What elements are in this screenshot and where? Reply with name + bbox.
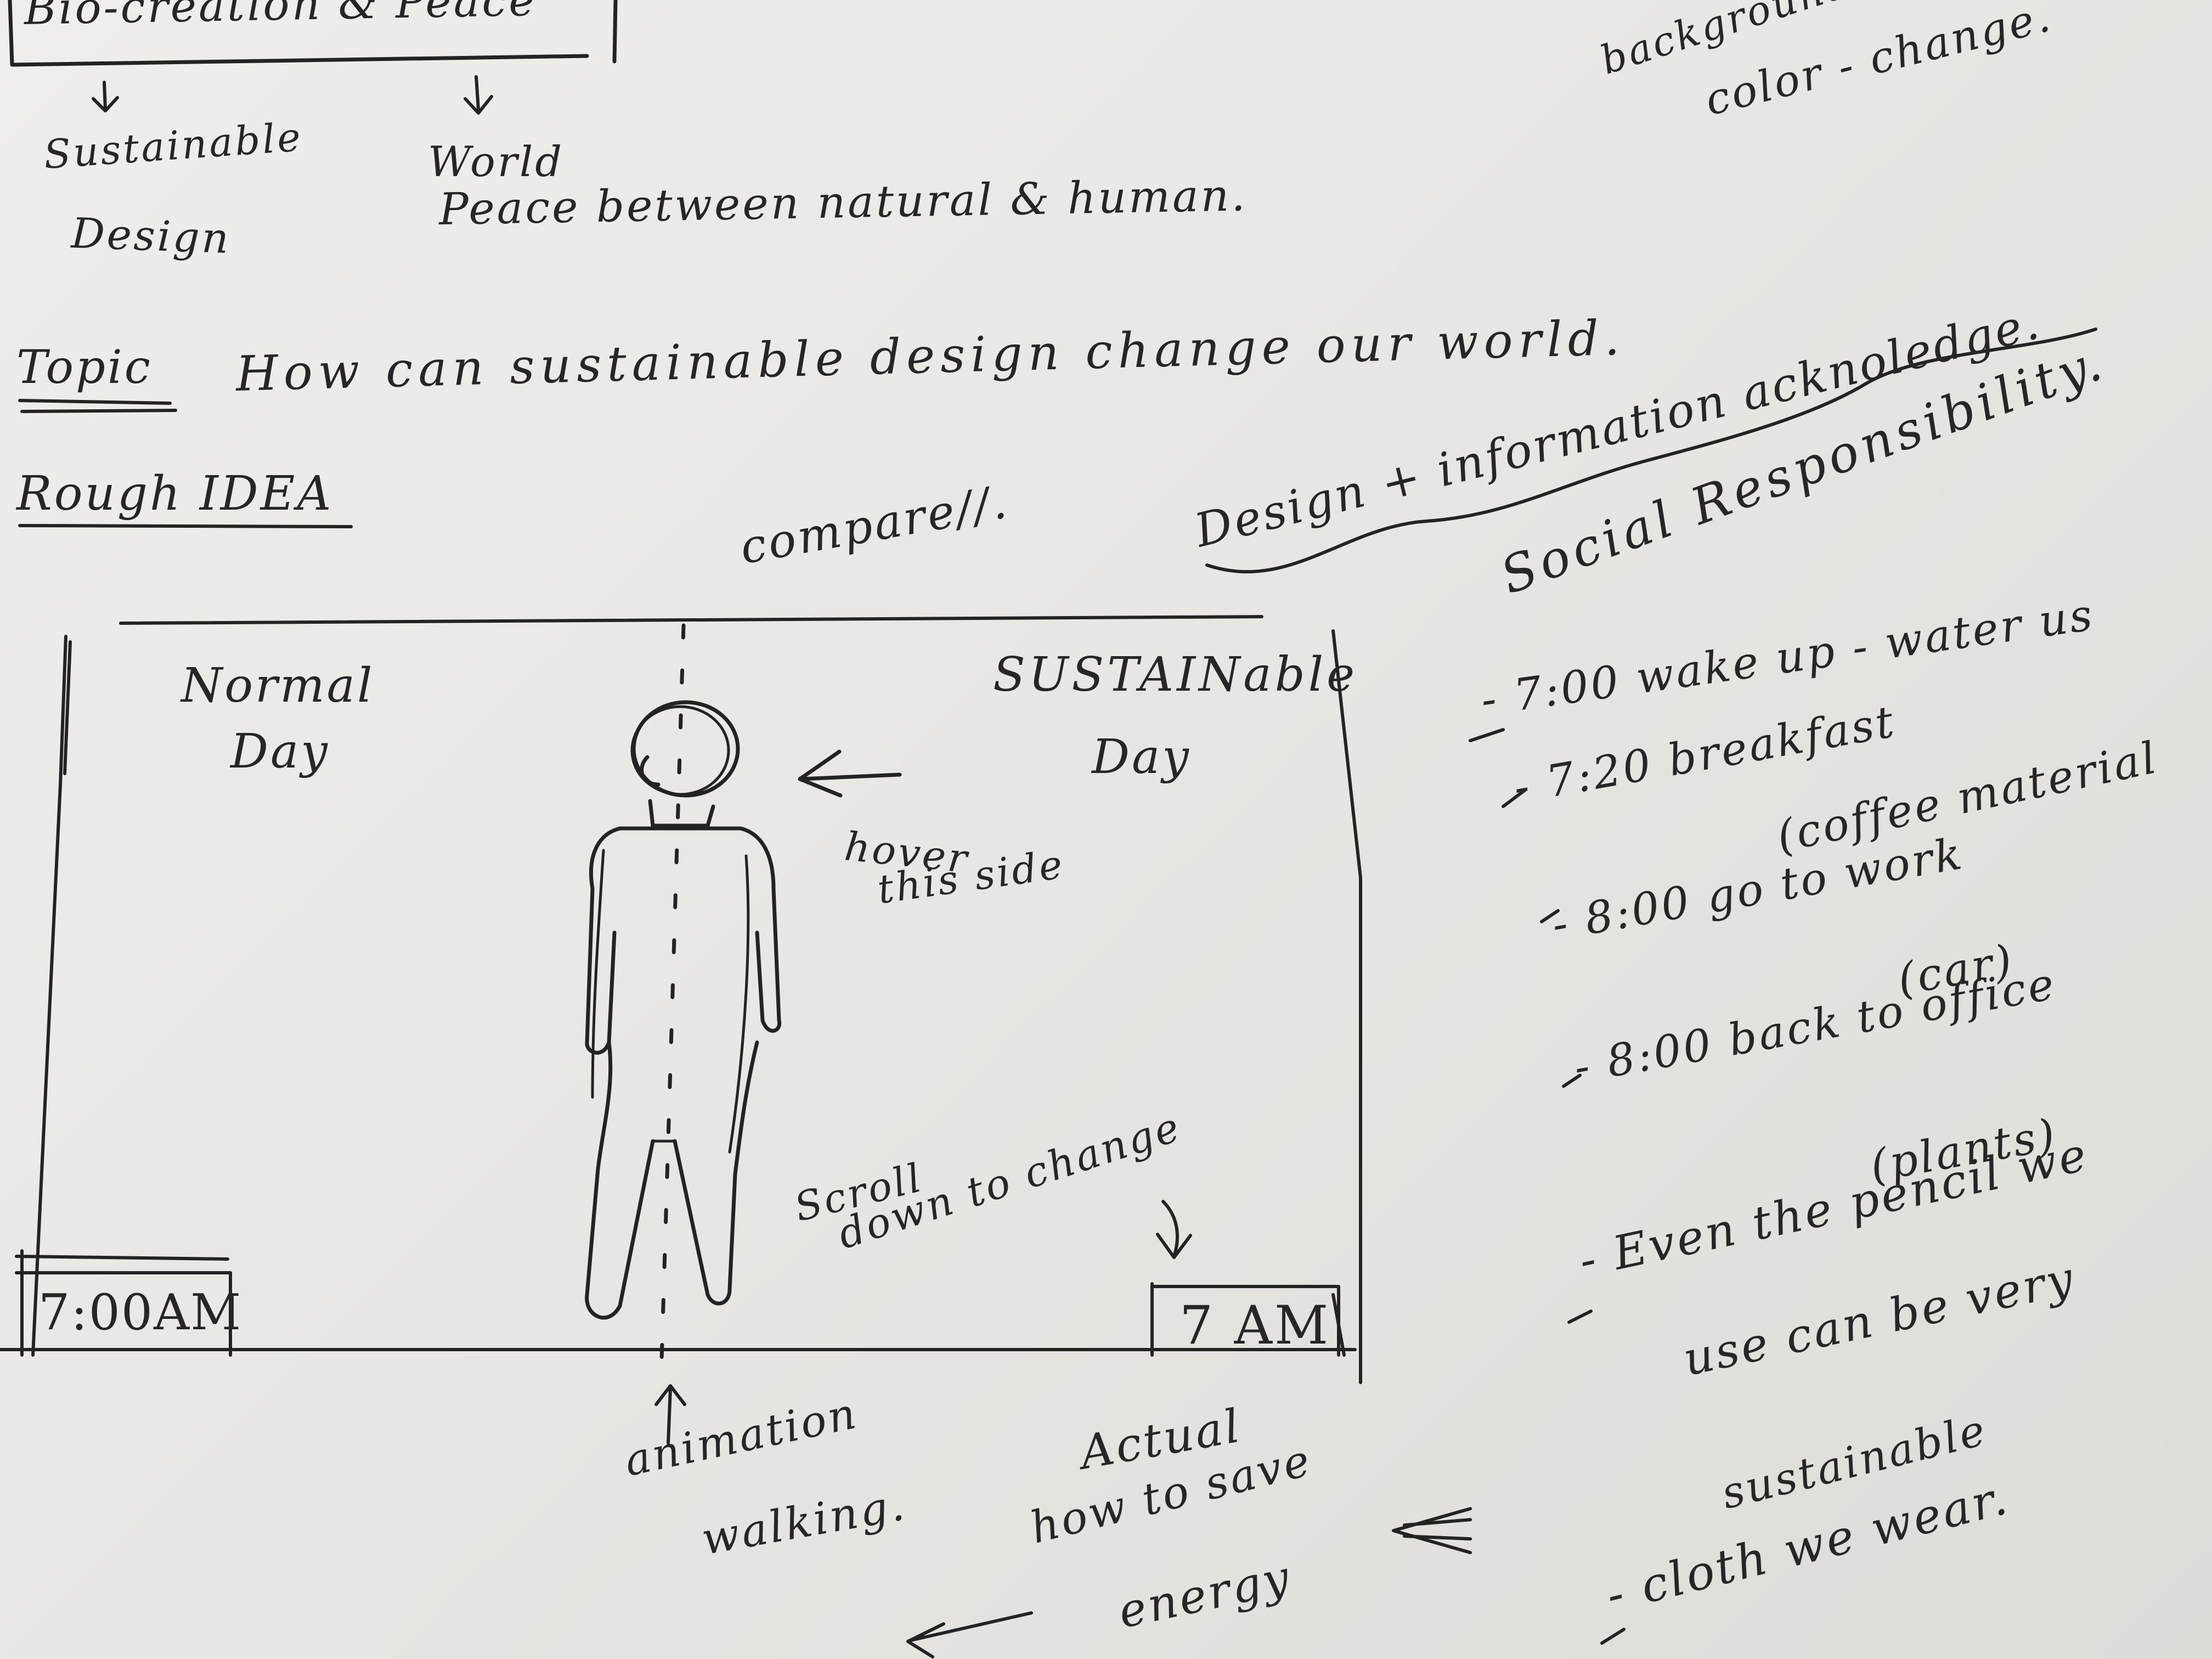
left-time-box [15,1249,232,1357]
right-time-box [1150,1282,1346,1357]
rough-idea-underline [18,524,353,528]
down-arrow-icon [1156,1200,1192,1259]
title-box-edge [612,0,618,64]
left-arrow-icon [798,749,902,798]
left-branch-line2: Design [70,208,232,263]
topic-label: Topic [16,340,153,394]
left-arrow-icon [906,1611,1033,1658]
sustainable-day-title-line2: Day [1092,730,1191,785]
left-time-label: 7:00AM [38,1284,242,1341]
down-arrow-icon [464,75,493,115]
title-box-frame [8,0,589,67]
walking-figure [585,700,782,1320]
right-time-label: 7 AM [1180,1295,1331,1356]
center-divider [659,623,686,1363]
schedule-bullets [1469,728,1626,1645]
sustainable-day-title-line1: SUSTAINable [993,647,1358,702]
right-branch-line1: World [428,137,564,186]
wavy-underline [1205,328,2097,574]
down-arrow-icon [92,81,119,112]
topic-underline [18,399,177,413]
normal-day-title-line1: Normal [181,658,375,713]
wireframe-right-edge [1331,629,1362,1384]
wireframe-left-edge [31,783,62,1357]
wireframe-top-line [119,615,1263,625]
up-arrow-icon [654,1384,686,1444]
rough-idea-label: Rough IDEA [16,466,334,521]
normal-day-title-line2: Day [230,724,330,779]
wireframe-left-tick [59,635,72,786]
double-left-arrow-icon [1392,1507,1472,1554]
